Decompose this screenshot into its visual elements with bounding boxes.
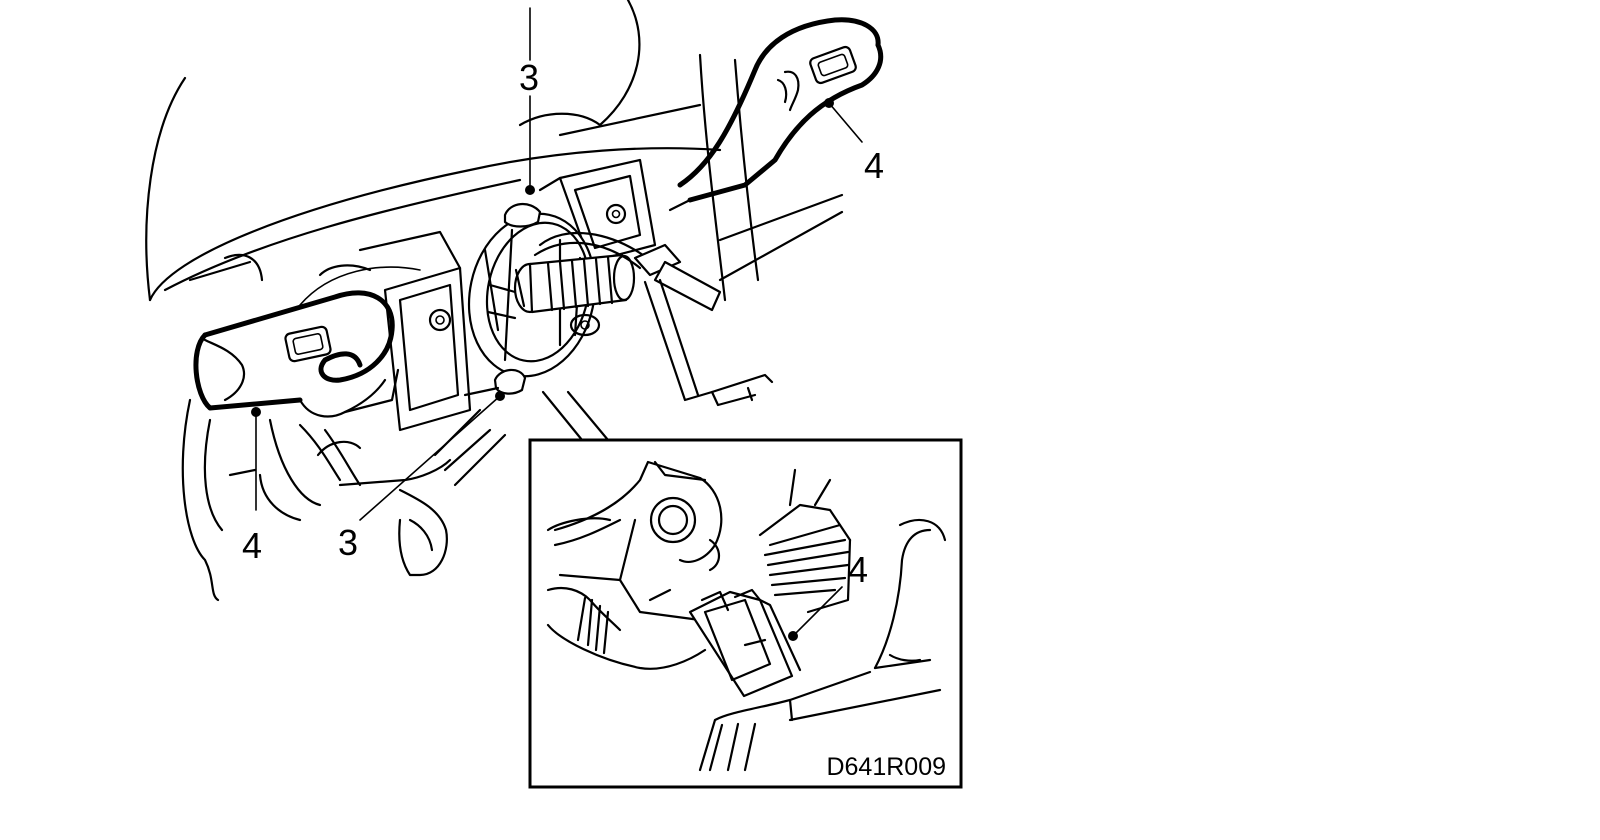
callout-4-left: 4	[242, 525, 262, 566]
callout-4-right: 4	[864, 145, 884, 186]
right-stalk	[668, 17, 884, 212]
inset-leader-dot	[788, 631, 798, 641]
figure-code: D641R009	[826, 753, 946, 781]
inset-pointer-left	[541, 390, 584, 442]
inset-connector-detail	[546, 460, 947, 772]
callout-3-top: 3	[519, 57, 539, 98]
wiring-harness	[533, 231, 774, 407]
steering-shaft	[513, 253, 636, 314]
inset-pointer-right	[566, 390, 610, 442]
detail-inset: 4 D641R009	[528, 390, 963, 789]
callout-4-inset: 4	[848, 549, 868, 590]
left-stalk	[193, 290, 400, 418]
dashboard-outline	[145, 0, 844, 306]
column-shroud	[181, 398, 507, 602]
leader-dots	[251, 98, 834, 417]
inset-leader-line	[792, 586, 843, 637]
steering-column-assembly: 3 4 4 3	[145, 0, 884, 602]
leader-lines	[255, 7, 863, 521]
mounting-screws	[463, 203, 542, 397]
callout-3-bottom: 3	[338, 522, 358, 563]
